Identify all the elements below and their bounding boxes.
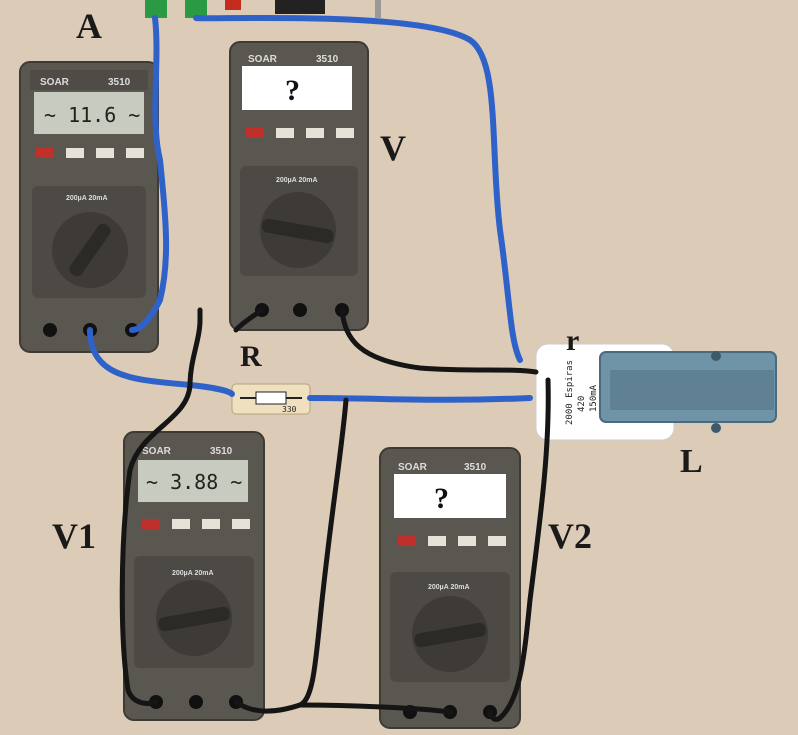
label-resistor: R (240, 340, 262, 373)
voltmeter-model: 3510 (316, 54, 339, 65)
label-coil-l: L (680, 443, 703, 480)
voltmeter-range-label: 200µA 20mA (276, 177, 318, 184)
v2-brand: SOAR (398, 462, 428, 473)
label-v1: V1 (52, 516, 96, 556)
resistor: 330 (231, 383, 311, 415)
v1-range-label: 200µA 20mA (172, 570, 214, 577)
v2-reading: ? (434, 482, 449, 515)
voltmeter-v-jack[interactable] (293, 303, 307, 317)
label-ammeter: A (76, 6, 102, 46)
voltmeter-v2: SOAR 3510 ? 200µA 20mA (379, 447, 521, 729)
inductor-coil: 2000 Espiras 420 150mA (535, 343, 777, 441)
coil-current: 150mA (589, 384, 599, 412)
ammeter: SOAR 3510 ~ 11.6 ~ 200µA 20mA (19, 61, 159, 353)
label-v2: V2 (548, 516, 592, 556)
ammeter-model: 3510 (108, 77, 131, 88)
v1-model: 3510 (210, 446, 233, 457)
v1-brand: SOAR (142, 446, 172, 457)
ammeter-10a-jack[interactable] (43, 323, 57, 337)
ammeter-brand: SOAR (40, 77, 70, 88)
v1-lcd (138, 460, 248, 502)
v2-model: 3510 (464, 462, 487, 473)
wires (87, 14, 551, 722)
coil-ohms: 420 (577, 396, 587, 412)
resistor-value: 330 (282, 405, 297, 414)
ammeter-reading: ~ 11.6 ~ (44, 103, 140, 127)
voltmeter-reading: ? (285, 74, 300, 107)
label-coil-r: r (566, 324, 579, 357)
voltmeter-lcd (242, 66, 352, 110)
v2-lcd (394, 474, 506, 518)
v1-reading: ~ 3.88 ~ (146, 470, 242, 494)
label-voltmeter: V (380, 128, 406, 168)
ammeter-range-label: 200µA 20mA (66, 195, 108, 202)
coil-turns: 2000 Espiras (565, 360, 575, 425)
v2-range-label: 200µA 20mA (428, 584, 470, 591)
voltmeter-v1: SOAR 3510 ~ 3.88 ~ 200µA 20mA (123, 431, 265, 721)
v1-v-jack[interactable] (189, 695, 203, 709)
voltmeter: SOAR 3510 ? 200µA 20mA (229, 41, 369, 331)
ammeter-lcd (34, 92, 144, 134)
power-connectors (145, 0, 381, 18)
voltmeter-brand: SOAR (248, 54, 278, 65)
